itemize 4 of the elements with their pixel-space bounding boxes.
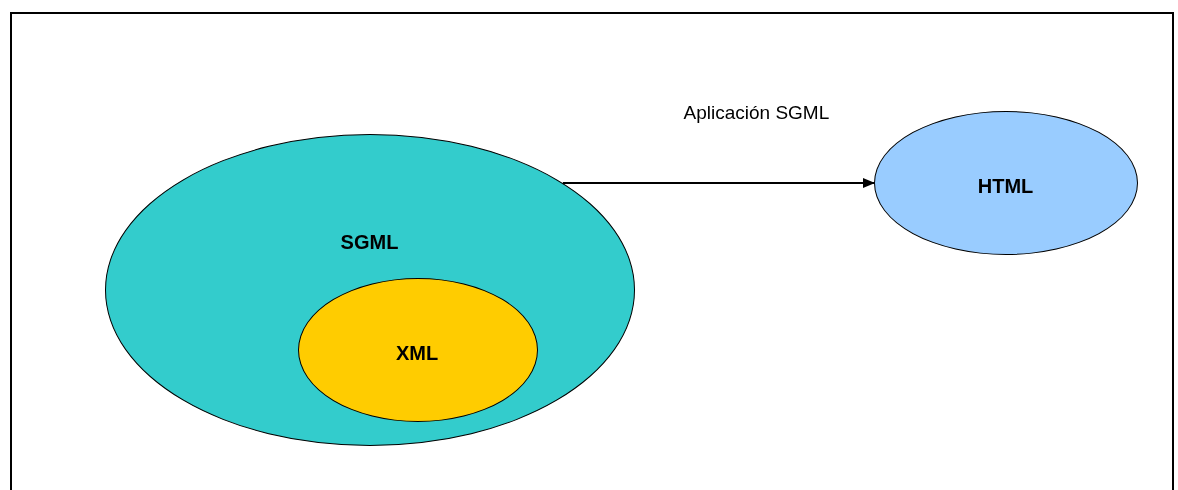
ellipse-label: SGML [340, 230, 399, 253]
arrow [561, 178, 875, 188]
ellipse-label: XML [395, 341, 439, 365]
ellipse-label: HTML [977, 174, 1034, 197]
